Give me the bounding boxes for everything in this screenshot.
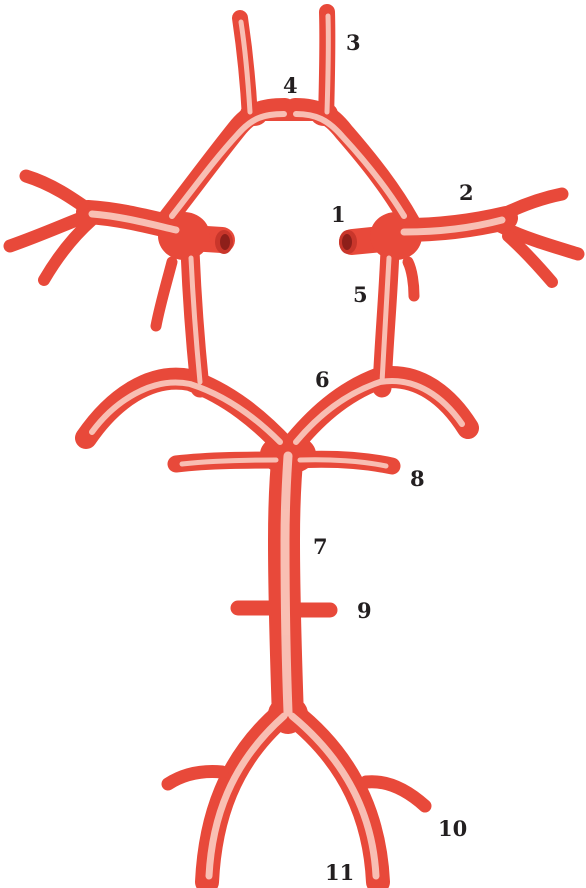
- label-7: 7: [313, 534, 328, 559]
- basilar-highlight: [285, 456, 288, 712]
- left-ica-junction: [158, 212, 210, 260]
- right-pica: [366, 782, 425, 806]
- left-carotid-lumen: [220, 234, 230, 250]
- right-carotid-lumen: [342, 234, 352, 250]
- label-6: 6: [315, 367, 330, 392]
- right-vertebral-artery: [290, 712, 378, 882]
- label-4: 4: [283, 73, 298, 98]
- label-9: 9: [357, 598, 372, 623]
- right-mca-branch-upper: [500, 194, 562, 216]
- right-ica-junction: [370, 212, 422, 260]
- label-8: 8: [410, 466, 425, 491]
- carotid-openings: [215, 230, 357, 254]
- left-posterior-cerebral-artery: [86, 379, 286, 448]
- left-mca-branch-upper: [26, 176, 92, 212]
- label-5: 5: [353, 282, 368, 307]
- label-10: 10: [438, 816, 467, 841]
- label-1: 1: [331, 202, 346, 227]
- label-11: 11: [325, 860, 354, 885]
- left-pica: [168, 772, 222, 784]
- right-a2-highlight: [327, 16, 328, 112]
- label-3: 3: [346, 30, 361, 55]
- label-2: 2: [459, 180, 474, 205]
- left-ica-twig: [156, 262, 172, 326]
- right-anterior-cerebral-artery: [295, 108, 410, 222]
- right-ica-twig: [408, 262, 414, 296]
- left-vertebral-artery: [207, 712, 285, 882]
